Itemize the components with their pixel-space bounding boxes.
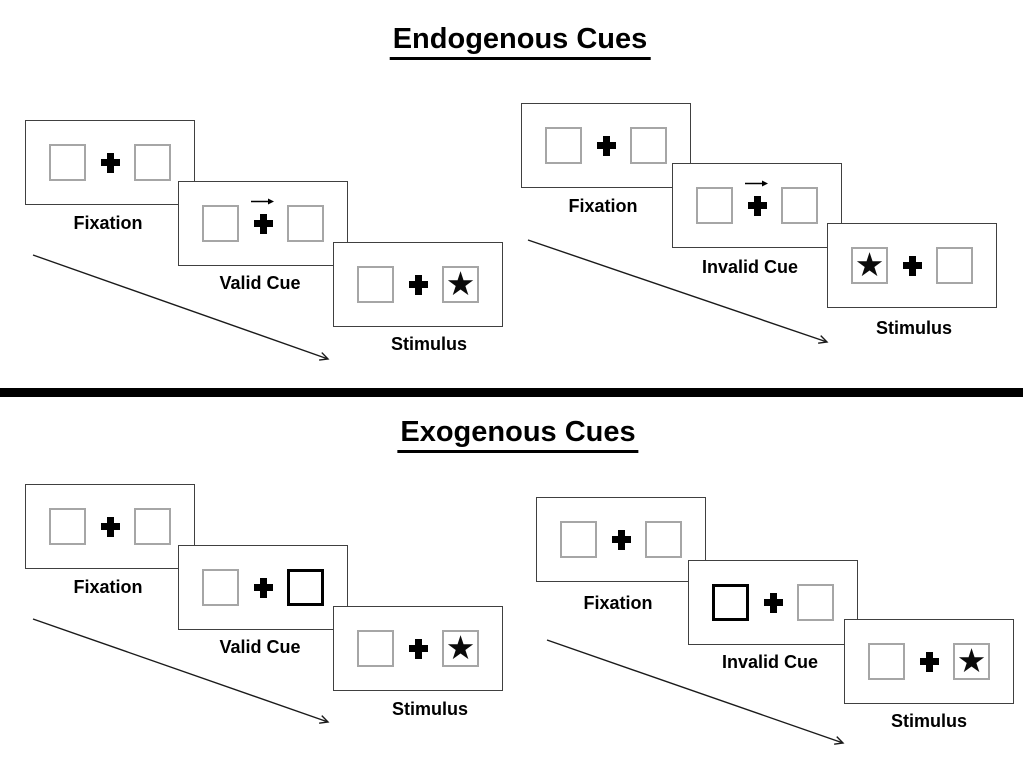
fixation-cross-icon — [408, 274, 428, 295]
fixation-cross-icon — [253, 577, 273, 598]
stimulus-card: ★ — [333, 242, 503, 327]
valid-cue-card — [178, 181, 348, 266]
right-placeholder-box — [630, 127, 667, 164]
left-placeholder-box — [868, 643, 905, 680]
left-placeholder-box — [49, 508, 86, 545]
left-target-box: ★ — [851, 247, 888, 284]
fixation-cross-icon — [747, 195, 767, 216]
card-label-stimulus: Stimulus — [875, 318, 953, 338]
left-highlighted-cue-box — [712, 584, 749, 621]
fixation-cross-icon — [100, 152, 120, 173]
fixation-cross-icon — [596, 135, 616, 156]
right-placeholder-box — [645, 521, 682, 558]
stimulus-card: ★ — [844, 619, 1014, 704]
fixation-cross-icon — [253, 213, 273, 234]
invalid-cue-card — [672, 163, 842, 248]
card-label-stimulus: Stimulus — [890, 711, 968, 731]
left-placeholder-box — [545, 127, 582, 164]
card-label-stimulus: Stimulus — [391, 699, 469, 719]
right-placeholder-box — [134, 508, 171, 545]
card-label-valid-cue: Valid Cue — [219, 637, 301, 657]
star-icon: ★ — [445, 263, 476, 303]
card-label-stimulus: Stimulus — [390, 334, 468, 354]
section-divider — [0, 388, 1023, 397]
left-placeholder-box — [49, 144, 86, 181]
timeline-arrow-exo-valid — [32, 618, 330, 724]
stimulus-card: ★ — [333, 606, 503, 691]
fixation-cross-icon — [919, 651, 939, 672]
left-placeholder-box — [560, 521, 597, 558]
right-placeholder-box — [134, 144, 171, 181]
left-placeholder-box — [202, 569, 239, 606]
stimulus-card: ★ — [827, 223, 997, 308]
fixation-card — [25, 120, 195, 205]
card-label-fixation: Fixation — [73, 213, 143, 233]
right-placeholder-box — [936, 247, 973, 284]
star-icon: ★ — [445, 627, 476, 667]
valid-cue-card — [178, 545, 348, 630]
fixation-card — [25, 484, 195, 569]
timeline-arrow-exo-invalid — [546, 639, 845, 745]
right-target-box: ★ — [442, 266, 479, 303]
right-placeholder-box — [797, 584, 834, 621]
fixation-cross-icon — [902, 255, 922, 276]
invalid-cue-card — [688, 560, 858, 645]
card-label-invalid-cue: Invalid Cue — [721, 652, 819, 672]
fixation-card — [521, 103, 691, 188]
right-target-box: ★ — [442, 630, 479, 667]
fixation-cross-icon — [611, 529, 631, 550]
timeline-arrow-endo-invalid — [527, 239, 829, 344]
right-placeholder-box — [287, 205, 324, 242]
left-placeholder-box — [357, 266, 394, 303]
timeline-arrow-endo-valid — [32, 254, 330, 361]
left-placeholder-box — [696, 187, 733, 224]
section-title-exogenous: Exogenous Cues — [397, 416, 639, 454]
fixation-cross-icon — [408, 638, 428, 659]
card-label-invalid-cue: Invalid Cue — [701, 257, 799, 277]
right-highlighted-cue-box — [287, 569, 324, 606]
left-placeholder-box — [357, 630, 394, 667]
section-title-endogenous: Endogenous Cues — [389, 23, 651, 61]
right-arrow-icon — [745, 180, 768, 186]
star-icon: ★ — [854, 244, 885, 284]
star-icon: ★ — [956, 640, 987, 680]
right-target-box: ★ — [953, 643, 990, 680]
fixation-cross-icon — [100, 516, 120, 537]
right-arrow-icon — [251, 198, 274, 204]
fixation-card — [536, 497, 706, 582]
card-label-fixation: Fixation — [583, 593, 653, 613]
left-placeholder-box — [202, 205, 239, 242]
card-label-valid-cue: Valid Cue — [219, 273, 301, 293]
card-label-fixation: Fixation — [73, 577, 143, 597]
fixation-cross-icon — [763, 592, 783, 613]
card-label-fixation: Fixation — [568, 196, 638, 216]
right-placeholder-box — [781, 187, 818, 224]
